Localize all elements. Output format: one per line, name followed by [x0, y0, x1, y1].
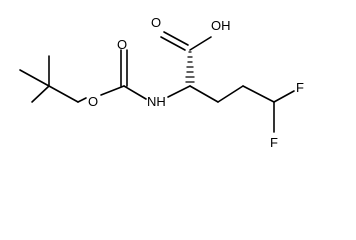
bond-acid-c-to-oh	[189, 36, 212, 51]
bond-carbonyl-c-to-n	[123, 85, 147, 100]
fluorine-bottom-label: F	[270, 135, 278, 150]
bond-acid-carbonyl-double-1	[160, 36, 186, 51]
fluorine-top-label: F	[296, 80, 304, 95]
bond-tbu-methyl-bottom	[31, 85, 50, 103]
bond-ester-o-to-carbonyl-c	[100, 85, 125, 96]
acid-carbonyl-oxygen-label: O	[151, 15, 161, 30]
bond-alpha-c-to-side-chain	[189, 85, 219, 103]
molecule-svg: O O NH O OH F F	[19, 15, 304, 150]
bond-to-ester-o	[77, 97, 87, 103]
stereo-hash-bond	[185, 51, 195, 83]
bond-side-chain-2	[242, 85, 275, 103]
carbonyl-oxygen-label: O	[117, 37, 127, 52]
acid-hydroxyl-label: OH	[211, 18, 231, 33]
ester-oxygen-label: O	[88, 94, 98, 109]
bond-side-chain-1	[217, 85, 244, 103]
bond-acid-carbonyl-double-2	[163, 31, 189, 46]
amide-nitrogen-label: NH	[147, 94, 166, 109]
bond-n-to-alpha-c	[167, 85, 191, 98]
structure-diagram: O O NH O OH F F	[19, 15, 304, 150]
bond-to-fluorine-top	[273, 90, 295, 103]
bond-tbu-to-ch	[48, 85, 79, 103]
bond-tbu-methyl-left	[19, 69, 50, 87]
